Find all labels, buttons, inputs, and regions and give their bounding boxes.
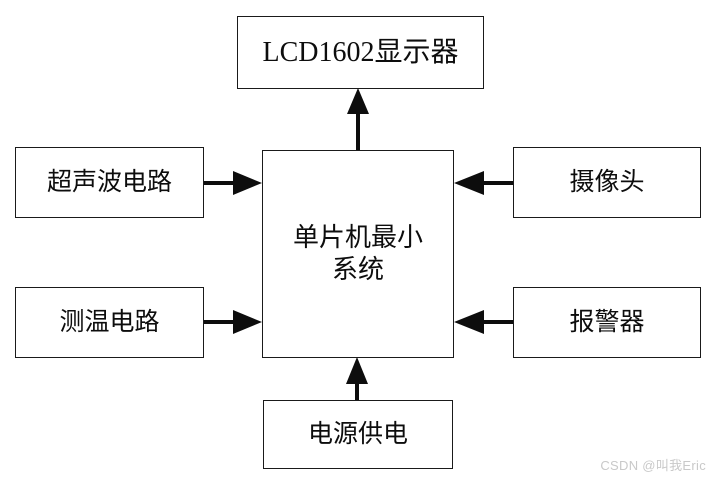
node-power-supply[interactable]: 电源供电 bbox=[263, 400, 453, 469]
node-camera[interactable]: 摄像头 bbox=[513, 147, 701, 218]
watermark-text: CSDN @叫我Eric bbox=[600, 458, 706, 473]
node-label: 报警器 bbox=[569, 308, 645, 336]
node-label: 测温电路 bbox=[59, 308, 160, 336]
node-label: 超声波电路 bbox=[46, 168, 172, 196]
node-label: 电源供电 bbox=[307, 420, 408, 448]
connector-power-to-mcu bbox=[346, 357, 368, 400]
node-mcu-minimum-system[interactable]: 单片机最小 系统 bbox=[262, 150, 454, 358]
connector-alarm-to-mcu bbox=[454, 310, 513, 334]
node-alarm[interactable]: 报警器 bbox=[513, 287, 701, 358]
connector-mcu-to-lcd bbox=[347, 88, 369, 150]
node-label: 摄像头 bbox=[569, 168, 645, 196]
node-ultrasonic-circuit[interactable]: 超声波电路 bbox=[15, 147, 204, 218]
connector-ultra-to-mcu bbox=[204, 171, 262, 195]
node-temperature-circuit[interactable]: 测温电路 bbox=[15, 287, 204, 358]
node-label: 单片机最小 系统 bbox=[292, 222, 423, 285]
node-lcd1602-display[interactable]: LCD1602显示器 bbox=[237, 16, 484, 89]
connector-camera-to-mcu bbox=[454, 171, 513, 195]
connector-temp-to-mcu bbox=[204, 310, 262, 334]
node-label: LCD1602显示器 bbox=[262, 37, 459, 68]
